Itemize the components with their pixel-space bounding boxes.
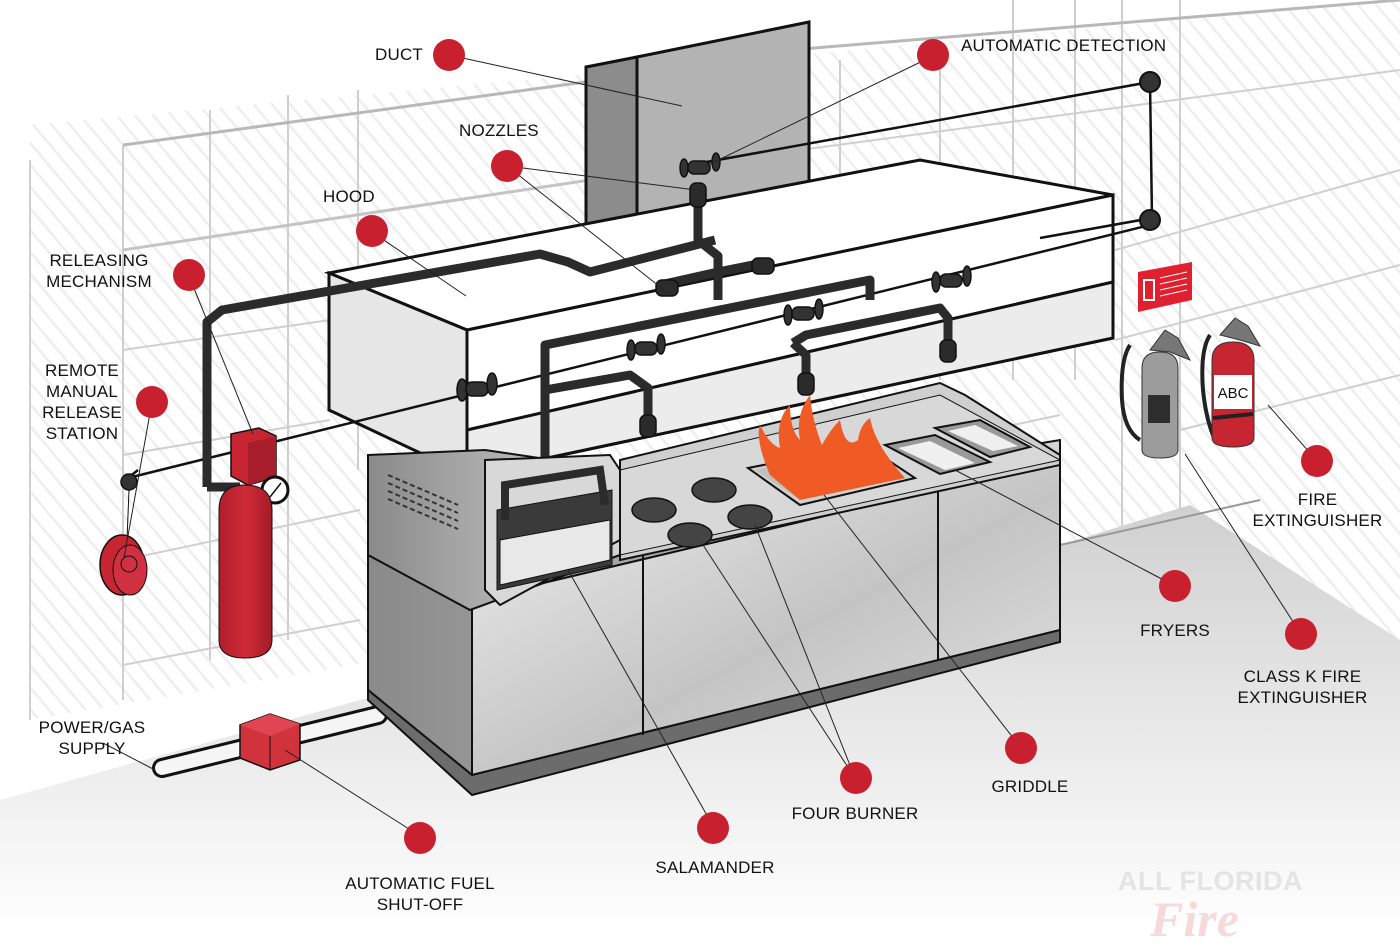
marker-fryers[interactable] <box>1159 570 1191 602</box>
marker-duct[interactable] <box>433 39 465 71</box>
detection-link-icon <box>456 152 972 402</box>
label-remote-manual-release-station: REMOTE MANUAL RELEASE STATION <box>42 361 122 443</box>
marker-fire-extinguisher[interactable] <box>1301 445 1333 477</box>
label-automatic-detection: AUTOMATIC DETECTION <box>961 36 1167 55</box>
watermark-company: ALL FLORIDA <box>1118 866 1303 896</box>
label-four-burner: FOUR BURNER <box>791 804 919 823</box>
leader-griddle <box>823 494 1022 749</box>
four-burner <box>631 477 773 548</box>
label-power-gas-supply: POWER/GAS SUPPLY <box>38 718 146 758</box>
label-fire-extinguisher: FIRE EXTINGUISHER <box>1252 490 1383 530</box>
label-class-k-fire-extinguisher: CLASS K FIRE EXTINGUISHER <box>1237 667 1368 707</box>
callout-markers <box>136 39 1333 854</box>
detector-icon <box>1139 71 1161 231</box>
salamander <box>367 448 621 612</box>
leader-hood <box>371 231 467 297</box>
hood <box>323 158 1115 478</box>
label-hood: HOOD <box>323 187 375 206</box>
abc-extinguisher[interactable]: ABC <box>1200 317 1262 448</box>
label-nozzles: NOZZLES <box>459 121 539 140</box>
leader-remote-release <box>123 401 153 559</box>
leader-salamander <box>567 569 714 827</box>
marker-class-k[interactable] <box>1285 618 1317 650</box>
nozzle-icon <box>639 182 957 438</box>
remote-manual-release-station[interactable] <box>99 473 148 596</box>
label-releasing-mechanism: RELEASING MECHANISM <box>46 251 152 291</box>
marker-griddle[interactable] <box>1005 732 1037 764</box>
leader-four-burner-b <box>754 524 856 779</box>
agent-tank <box>218 427 290 659</box>
marker-fuel-shut-off[interactable] <box>404 822 436 854</box>
marker-nozzles[interactable] <box>491 150 523 182</box>
extinguisher-tag: ABC <box>1218 385 1249 402</box>
leader-duct <box>448 54 683 107</box>
leader-nozzles-a <box>506 165 697 191</box>
leader-releasing-mechanism <box>188 275 254 435</box>
fryers <box>882 418 1033 476</box>
leader-nozzles-b <box>506 165 665 291</box>
leader-class-k <box>1184 453 1302 635</box>
label-salamander: SALAMANDER <box>655 858 775 877</box>
label-fryers: FRYERS <box>1140 621 1210 640</box>
marker-automatic-detection[interactable] <box>917 39 949 71</box>
leader-automatic-detection <box>705 55 934 167</box>
warning-sign <box>1138 262 1192 312</box>
marker-releasing-mechanism[interactable] <box>173 259 205 291</box>
vent-slots <box>387 474 459 530</box>
marker-four-burner[interactable] <box>840 762 872 794</box>
marker-remote-release[interactable] <box>136 386 168 418</box>
leader-power-gas <box>102 742 156 771</box>
class-k-extinguisher[interactable] <box>1119 329 1192 459</box>
leader-lines <box>102 54 1318 837</box>
label-griddle: GRIDDLE <box>991 777 1069 796</box>
label-duct: DUCT <box>375 45 424 64</box>
watermark-fire: Fire <box>1150 891 1239 947</box>
leader-four-burner-a <box>702 544 856 779</box>
marker-hood[interactable] <box>356 215 388 247</box>
marker-salamander[interactable] <box>697 812 729 844</box>
flame-icon <box>758 395 905 500</box>
fuel-shut-off-valve[interactable] <box>239 713 301 771</box>
label-automatic-fuel-shut-off: AUTOMATIC FUEL SHUT-OFF <box>345 874 495 914</box>
leader-fuel-shut-off <box>284 749 421 837</box>
leader-fryers <box>954 469 1176 587</box>
